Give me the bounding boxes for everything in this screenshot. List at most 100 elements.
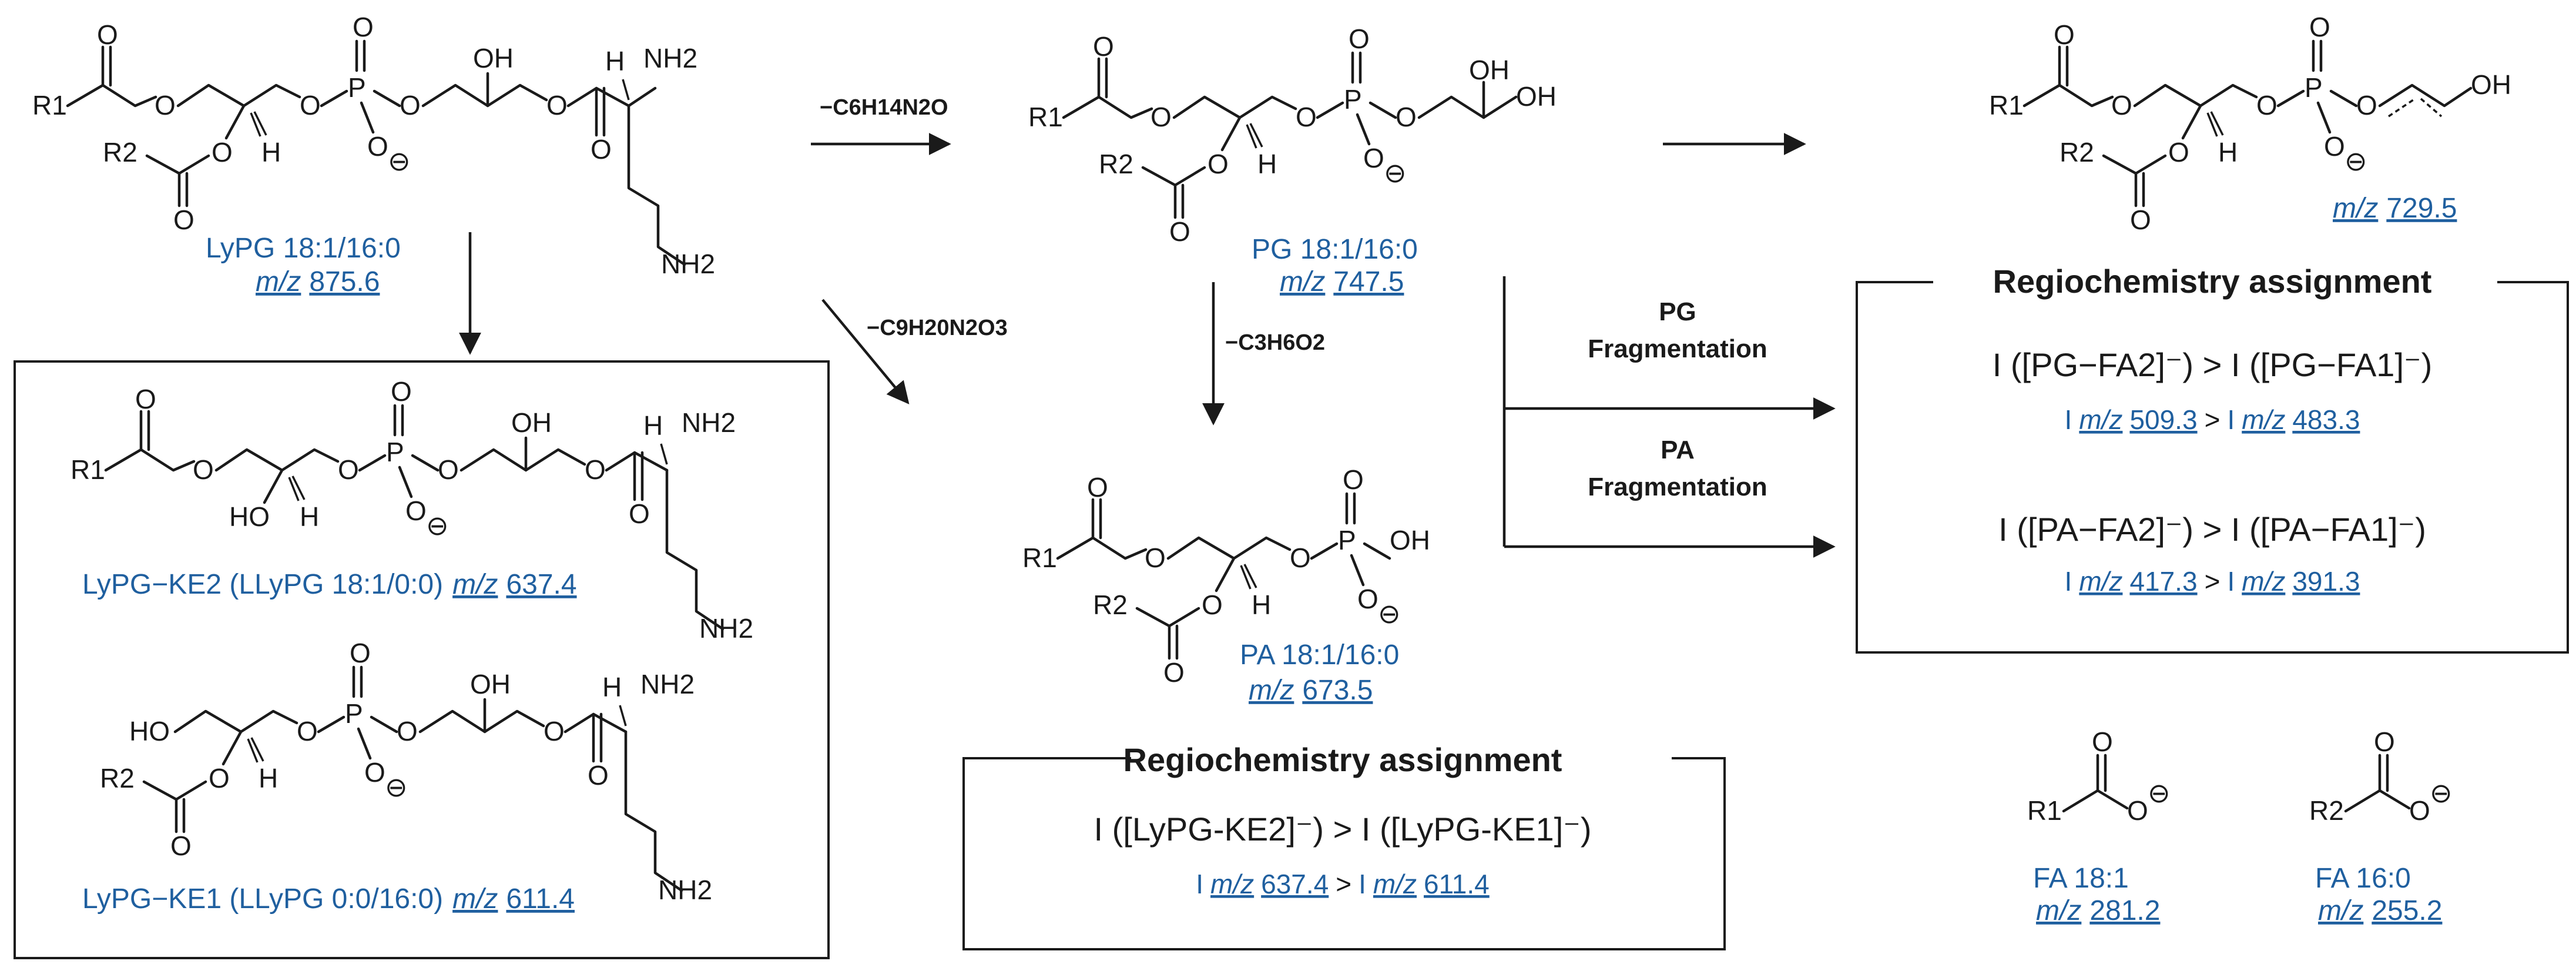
oxygen-atom: O [2374, 726, 2395, 757]
mz-value-417: 417.3 [2129, 566, 2197, 597]
pa-fragmentation-label-2: Fragmentation [1588, 473, 1767, 501]
regio-equation-center: I ([LyPG-KE2]⁻) > I ([LyPG-KE1]⁻) [1094, 811, 1592, 848]
compound-name-pa: PA 18:1/16:0 [1240, 639, 1399, 671]
negative-charge-icon: ⊖ [2148, 778, 2171, 808]
amine-group: NH2 [661, 249, 715, 279]
oxygen-atom: O [135, 384, 156, 414]
arrow-label-loss-c9: −C9H20N2O3 [867, 316, 1008, 340]
mz-symbol: m/z [2079, 404, 2122, 435]
oxygen-atom: O [391, 376, 412, 407]
intensity-symbol: I [1196, 869, 1203, 899]
oxygen-atom: O [193, 454, 214, 485]
oxygen-atom: O [297, 716, 318, 746]
pg-fragmentation-label-2: Fragmentation [1588, 334, 1767, 363]
oxygen-atom: O [209, 763, 230, 793]
oxygen-atom: O [2409, 795, 2430, 826]
hydrogen-atom: H [643, 410, 663, 441]
hydroxyl-group: OH [470, 669, 511, 699]
negative-charge-icon: ⊖ [385, 772, 408, 802]
mz-symbol: m/z [256, 266, 301, 297]
oxygen-atom: O [400, 90, 421, 120]
hydrogen-atom: H [605, 46, 625, 76]
hydroxyl-group: OH [2471, 69, 2511, 100]
regio-equation-pg: I ([PG−FA2]⁻) > I ([PG−FA1]⁻) [1993, 346, 2432, 383]
compound-name-pg: PG 18:1/16:0 [1252, 234, 1418, 265]
oxygen-atom: O [588, 760, 609, 791]
intensity-symbol: I [1359, 869, 1366, 899]
oxygen-atom: O [544, 716, 565, 746]
hydrogen-atom: H [300, 501, 319, 532]
pa-fragmentation-label-1: PA [1661, 436, 1695, 464]
hydroxyl-group: OH [511, 407, 552, 438]
oxygen-atom: O [405, 495, 427, 526]
mz-value-255: 255.2 [2372, 895, 2442, 926]
r2-atom: R2 [100, 763, 135, 793]
compound-name-ke2: LyPG−KE2 (LLyPG 18:1/0:0) [82, 569, 443, 600]
mz-value-483: 483.3 [2292, 404, 2360, 435]
hydroxyl-group: HO [229, 501, 270, 532]
r1-atom: R1 [2027, 795, 2062, 826]
mz-value-pa: 673.5 [1302, 675, 1373, 706]
pg-fragmentation-label-1: PG [1659, 297, 1696, 326]
regio-title-right: Regiochemistry assignment [1993, 263, 2432, 300]
mz-symbol: m/z [2242, 566, 2285, 597]
intensity-symbol: I [2227, 404, 2235, 435]
phosphorus-atom: P [386, 437, 404, 467]
oxygen-atom: O [585, 454, 606, 485]
hydroxyl-group: OH [473, 43, 514, 73]
compound-name-ke1: LyPG−KE1 (LLyPG 0:0/16:0) [82, 883, 443, 915]
mz-value-ke1: 611.4 [506, 883, 575, 915]
hydroxyl-group: OH [1516, 81, 1557, 112]
hydroxyl-group: OH [1469, 55, 1510, 85]
compound-name-fa-16-0: FA 16:0 [2315, 863, 2411, 894]
mz-symbol: m/z [1210, 869, 1254, 899]
amine-group: NH2 [643, 43, 697, 73]
arrow-label-loss-c3: −C3H6O2 [1225, 330, 1325, 355]
mz-symbol: m/z [452, 883, 498, 915]
mz-symbol: m/z [2036, 895, 2081, 926]
mz-symbol: m/z [1249, 675, 1294, 706]
regio-title-center: Regiochemistry assignment [1123, 741, 1562, 778]
mz-symbol: m/z [2318, 895, 2363, 926]
oxygen-atom: O [591, 134, 612, 165]
intensity-symbol: I [2065, 404, 2072, 435]
hydroxyl-group: HO [129, 716, 170, 746]
regio-box-center: Regiochemistry assignment I ([LyPG-KE2]⁻… [962, 738, 1726, 950]
arrow-label-loss-c6: −C6H14N2O [820, 95, 948, 120]
mz-symbol: m/z [1373, 869, 1417, 899]
mz-value-ke2: 637.4 [506, 569, 576, 600]
phosphorus-atom: P [345, 698, 363, 729]
oxygen-atom: O [338, 454, 359, 485]
oxygen-atom: O [546, 90, 568, 120]
compound-name-fa-18-1: FA 18:1 [2033, 863, 2129, 894]
mz-label: m/z 255.2 [2318, 895, 2442, 926]
r1-atom: R1 [71, 454, 105, 485]
amine-group: NH2 [640, 669, 695, 699]
oxygen-atom: O [170, 831, 192, 861]
negative-charge-icon: ⊖ [426, 510, 449, 541]
mz-symbol: m/z [2079, 566, 2122, 597]
oxygen-atom: O [350, 638, 371, 668]
oxygen-atom: O [2092, 726, 2113, 757]
intensity-symbol: I [2065, 566, 2072, 597]
amine-group: NH2 [658, 875, 712, 905]
mz-value-637: 637.4 [1261, 869, 1329, 899]
greater-than-symbol: > [2205, 566, 2221, 597]
mz-label: m/z 673.5 [1249, 675, 1373, 706]
intensity-symbol: I [2227, 566, 2235, 597]
oxygen-atom: O [2356, 90, 2377, 120]
